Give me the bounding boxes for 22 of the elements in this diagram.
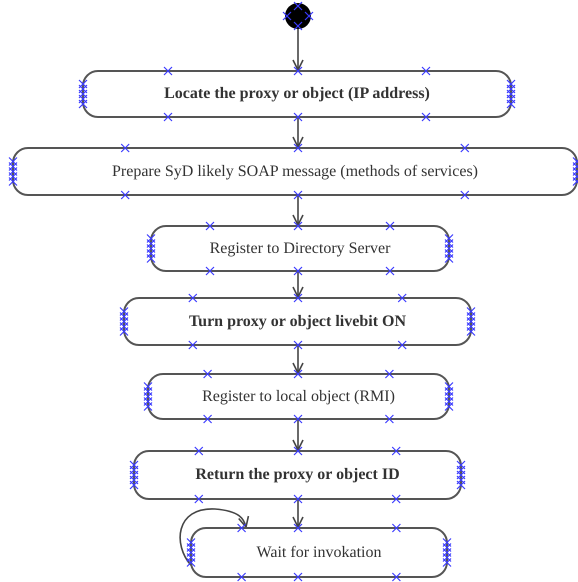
activity-box xyxy=(123,297,472,346)
activity-box xyxy=(133,450,462,500)
activity-box xyxy=(12,147,578,196)
activity-label: Wait for invokation xyxy=(256,544,382,562)
activity-box xyxy=(190,527,448,578)
activity-label: Register to local object (RMI) xyxy=(202,388,395,406)
flow-arrow xyxy=(179,508,249,566)
activity-box xyxy=(147,373,450,420)
activity-label: Turn proxy or object livebit ON xyxy=(188,312,406,330)
activity-label: Return the proxy or object ID xyxy=(195,466,400,484)
activity-label: Register to Directory Server xyxy=(210,240,390,258)
activity-box xyxy=(150,225,450,272)
flow-arrow xyxy=(292,500,304,528)
activity-label: Locate the proxy or object (IP address) xyxy=(164,85,430,103)
flow-arrow xyxy=(292,196,304,226)
flow-arrow xyxy=(292,118,304,148)
flow-arrow xyxy=(292,29,304,71)
flow-arrow xyxy=(292,420,304,451)
flow-arrow xyxy=(292,272,304,298)
activity-label: Prepare SyD likely SOAP message (methods of services) xyxy=(112,162,478,180)
activity-box xyxy=(82,70,512,118)
flow-arrow xyxy=(292,346,304,374)
